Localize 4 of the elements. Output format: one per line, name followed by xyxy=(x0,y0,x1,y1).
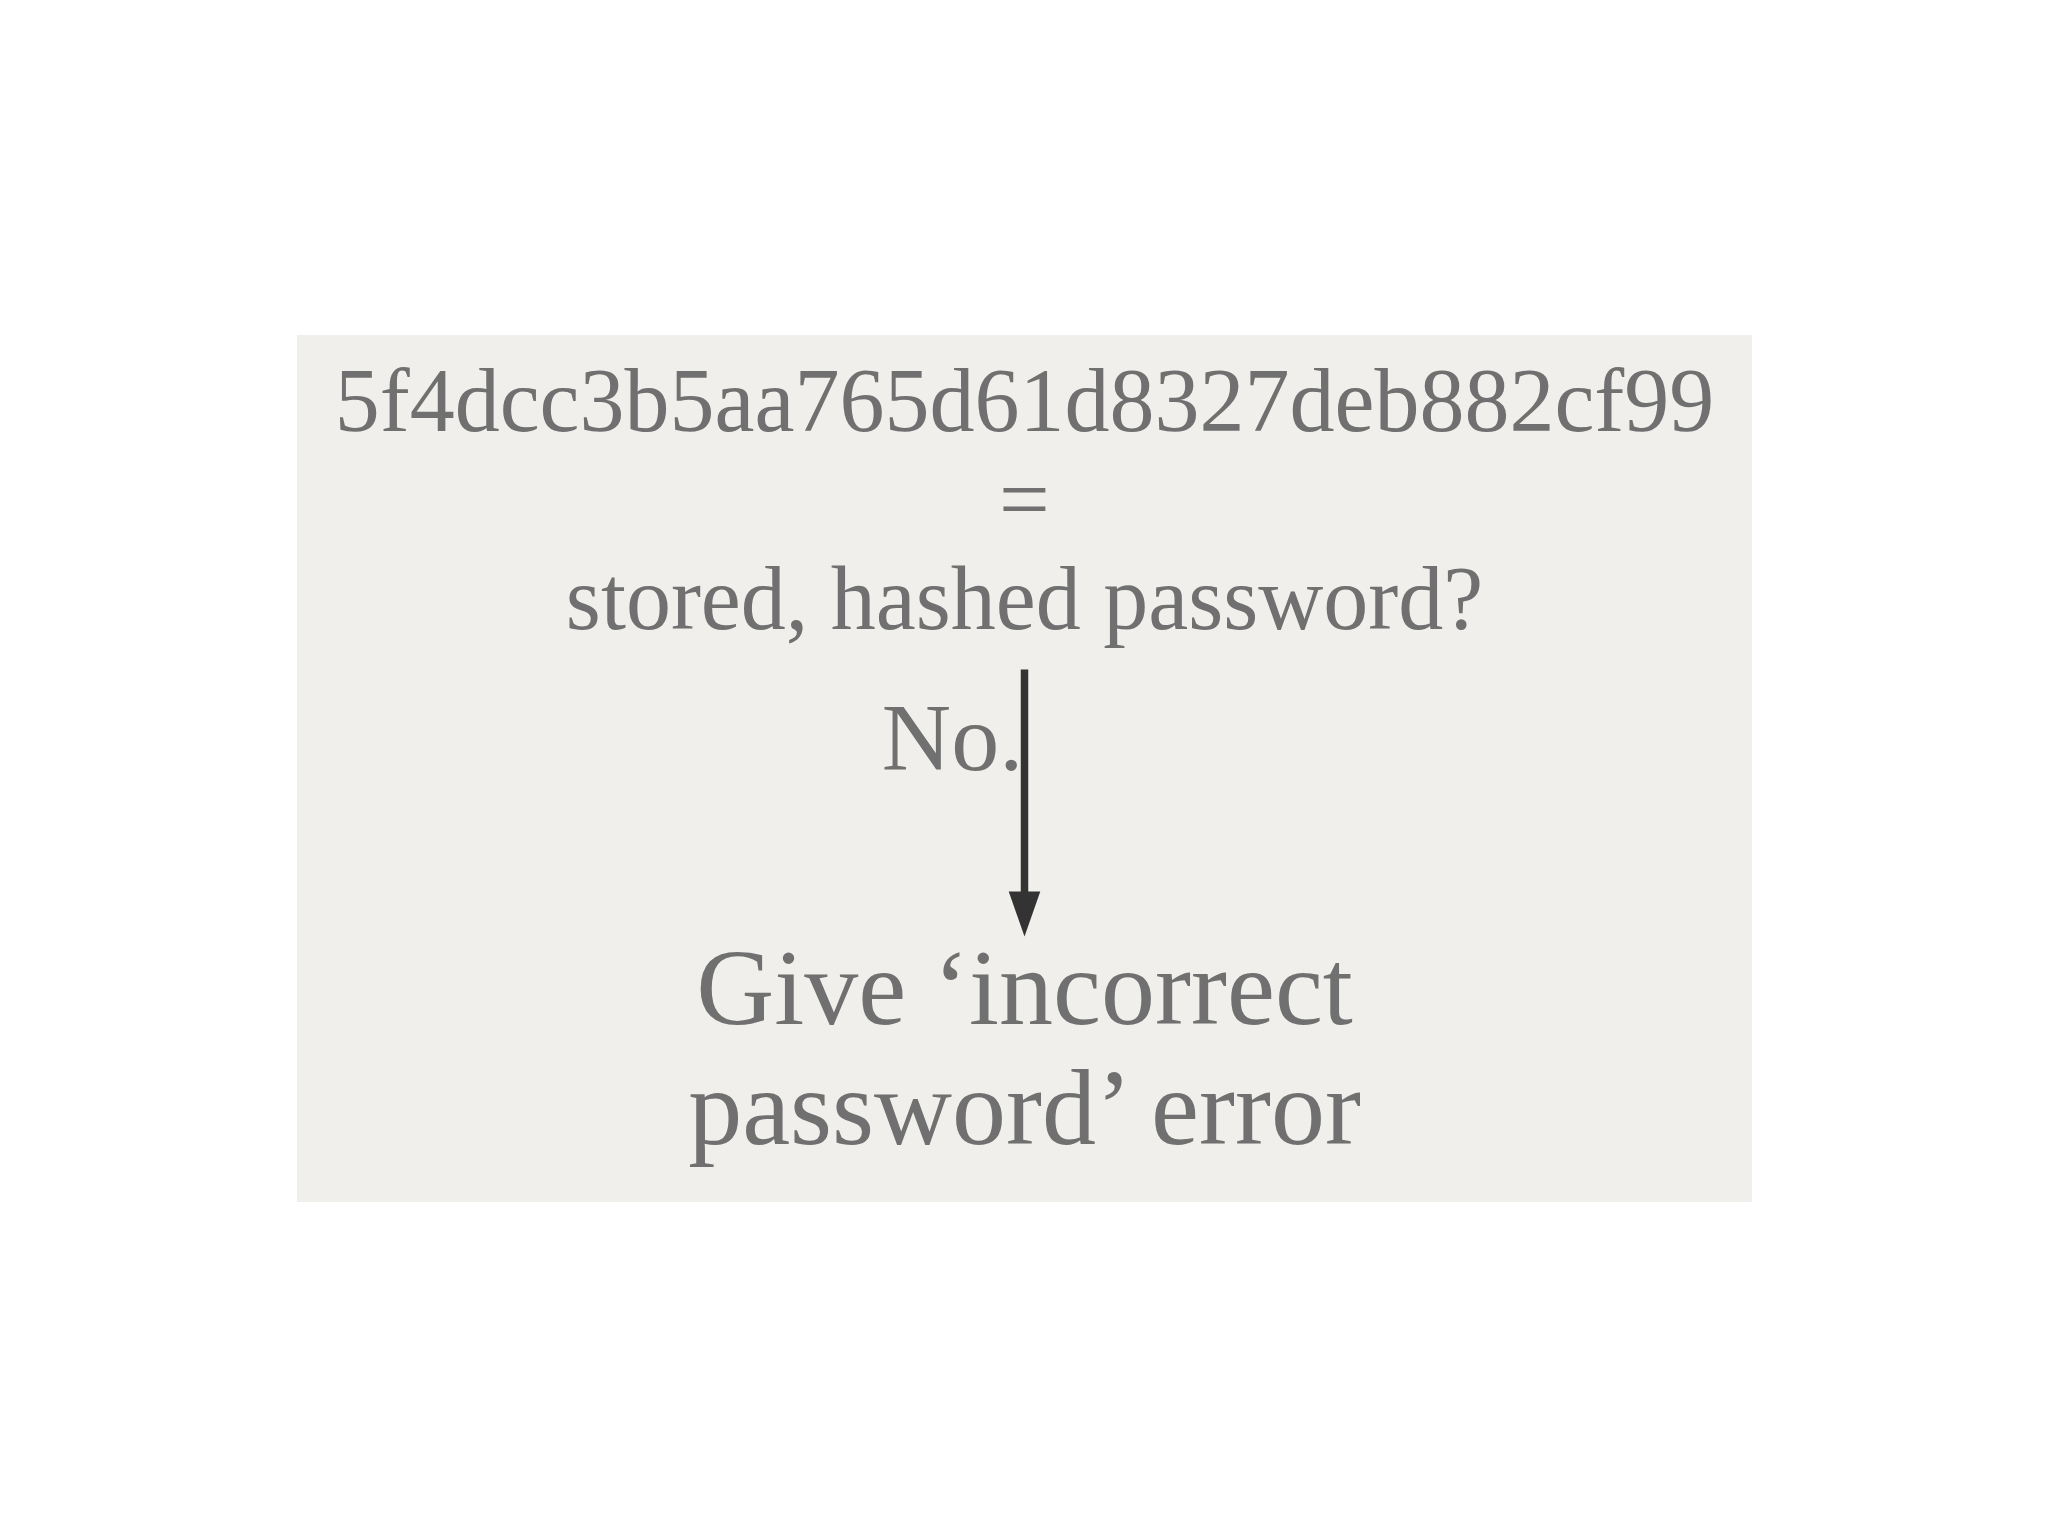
node-text: 5f4dcc3b5aa765d61d8327deb882cf99 = stored, hashed password? xyxy=(334,350,1714,648)
edge-label: No. xyxy=(881,683,1023,791)
node-text: Give ‘incorrect password’ error xyxy=(687,927,1361,1167)
arrow xyxy=(1008,668,1040,936)
